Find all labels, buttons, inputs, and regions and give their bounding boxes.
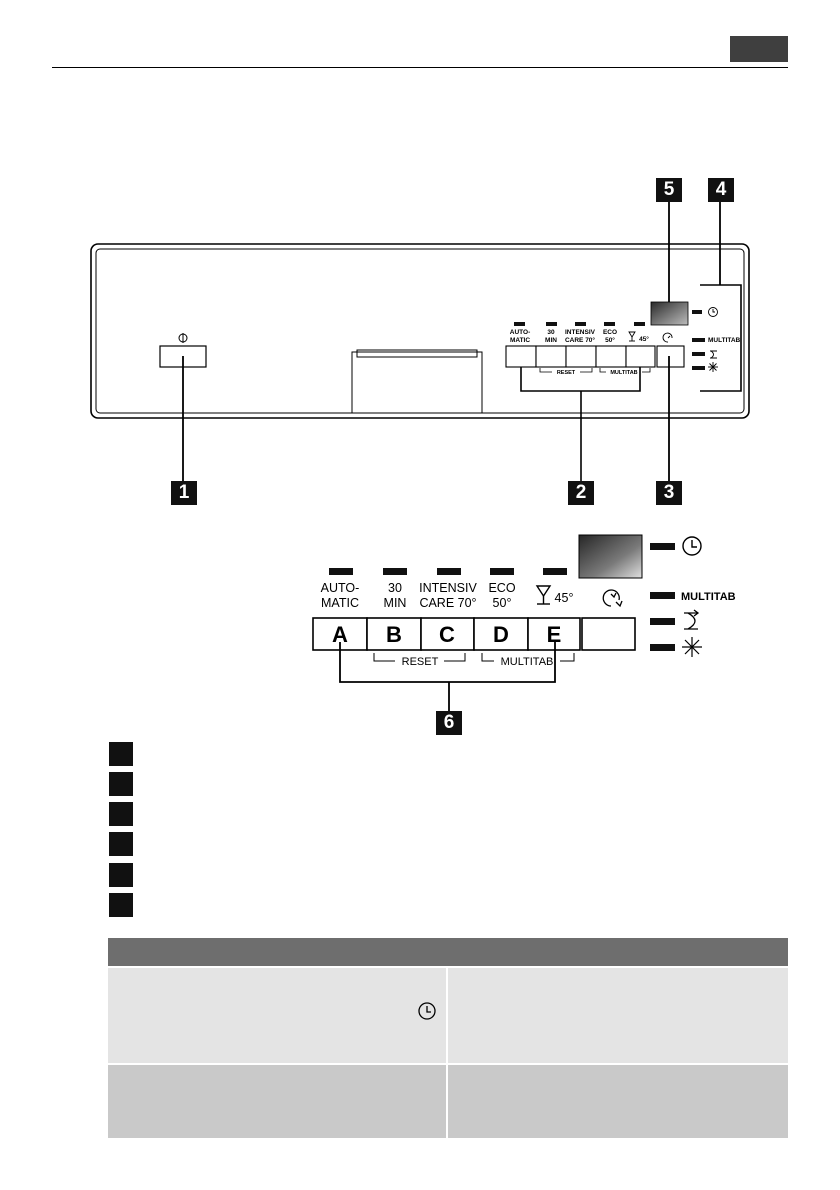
wine-glass-icon: [535, 585, 552, 605]
button-e-letter: E: [547, 622, 562, 647]
power-icon: [178, 333, 188, 343]
mini-button-b[interactable]: [535, 345, 567, 368]
mini-button-a[interactable]: [505, 345, 537, 368]
mini-indicator-multitab: MULTITAB: [708, 337, 741, 344]
mini-button-delay[interactable]: [656, 345, 685, 368]
header-rule: [52, 67, 788, 68]
callout-2: 2: [568, 481, 594, 505]
wine-glass-icon-small: [628, 331, 636, 342]
callout-5: 5: [656, 178, 682, 202]
table-header: [108, 938, 788, 966]
label-eco-line1: ECO: [488, 581, 515, 595]
legend-square-3: [109, 802, 133, 826]
mini-label-automatic-1: AUTO-: [510, 329, 530, 336]
button-a-letter: A: [332, 622, 348, 647]
salt-icon: [684, 609, 700, 630]
rinse-aid-icon: [682, 637, 702, 657]
mini-label-intensiv-2: CARE 70°: [565, 336, 595, 344]
mini-multitab-label: MULTITAB: [610, 370, 637, 376]
table-cell-r1c2: [448, 968, 788, 1063]
mini-display: [650, 301, 689, 326]
mini-button-d[interactable]: [595, 345, 627, 368]
control-panel-detail: AUTO- MATIC 30 MIN INTENSIV CARE 70° ECO…: [312, 534, 736, 711]
legend-square-2: [109, 772, 133, 796]
delay-start-icon-small: [662, 332, 673, 343]
button-d-letter: D: [493, 622, 509, 647]
mini-label-eco-2: 50°: [605, 336, 615, 344]
label-eco-line2: 50°: [493, 596, 512, 610]
callout-1: 1: [171, 481, 197, 505]
callout-3: 3: [656, 481, 682, 505]
delay-start-icon: [602, 589, 623, 608]
button-b[interactable]: [366, 617, 422, 651]
clock-icon-table: [418, 1002, 436, 1020]
salt-icon-small: [710, 350, 717, 359]
button-delay-start[interactable]: [581, 617, 636, 651]
control-panel-overview: AUTO- MATIC 30 MIN INTENSIV CARE 70° ECO…: [90, 202, 750, 481]
button-e[interactable]: [527, 617, 581, 651]
label-automatic-line2: MATIC: [321, 596, 359, 610]
mini-button-e[interactable]: [625, 345, 656, 368]
label-glass-temp: 45°: [555, 591, 574, 605]
mini-label-30-2: MIN: [545, 337, 557, 344]
table-cell-r2c1: [108, 1065, 446, 1138]
mini-button-c[interactable]: [565, 345, 597, 368]
label-automatic-line1: AUTO-: [321, 581, 360, 595]
button-d[interactable]: [473, 617, 529, 651]
mini-label-glass: 45°: [639, 335, 649, 343]
button-c[interactable]: [420, 617, 475, 651]
mini-label-automatic-2: MATIC: [510, 337, 530, 344]
legend-square-6: [109, 893, 133, 917]
callout-6: 6: [436, 711, 462, 735]
mini-reset-label: RESET: [557, 370, 576, 376]
label-30-line2: MIN: [384, 596, 407, 610]
legend-square-5: [109, 863, 133, 887]
clock-icon-small: [708, 307, 718, 317]
button-b-letter: B: [386, 622, 402, 647]
legend-square-4: [109, 832, 133, 856]
table-cell-r2c2: [448, 1065, 788, 1138]
indicator-multitab-label: MULTITAB: [681, 591, 736, 603]
rinse-aid-icon-small: [708, 362, 718, 372]
time-display: [578, 534, 643, 579]
label-intensiv-line1: INTENSIV: [419, 581, 477, 595]
mini-label-intensiv-1: INTENSIV: [565, 329, 596, 336]
multitab-label: MULTITAB: [501, 656, 554, 668]
table-cell-r1c1: [108, 968, 446, 1063]
label-intensiv-line2: CARE 70°: [419, 596, 476, 610]
mini-label-eco-1: ECO: [603, 329, 617, 336]
mini-label-30-1: 30: [547, 329, 555, 336]
reset-label: RESET: [402, 656, 439, 668]
legend-square-1: [109, 742, 133, 766]
clock-icon: [682, 536, 702, 556]
callout-4: 4: [708, 178, 734, 202]
header-tab: [730, 36, 788, 62]
label-30-line1: 30: [388, 581, 402, 595]
button-c-letter: C: [439, 622, 455, 647]
